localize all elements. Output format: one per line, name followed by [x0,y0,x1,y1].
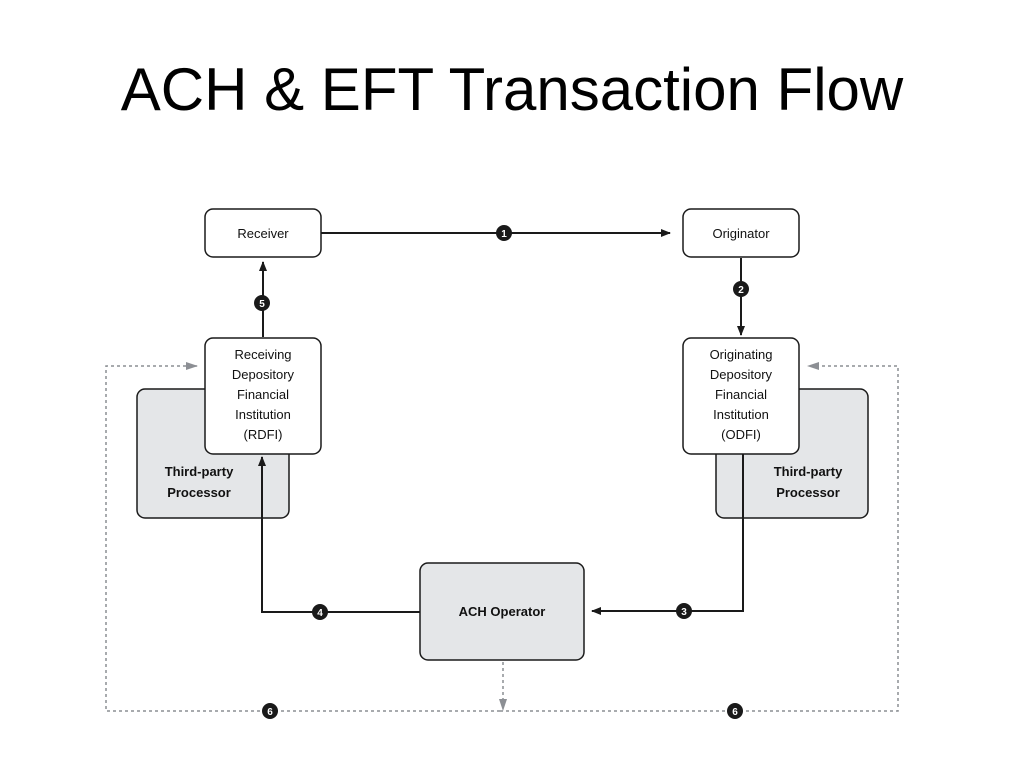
step-5-number: 5 [259,299,265,310]
third-party-processor-left-label-2: Processor [167,485,231,500]
originator-node-box [682,208,800,258]
step-6-left-number: 6 [267,707,273,718]
slide-title: ACH & EFT Transaction Flow [120,56,904,123]
rdfi-label-line-5: (RDFI) [244,427,283,442]
arrow-ach-operator-to-rdfi [258,456,420,613]
step-1-number: 1 [501,229,507,240]
odfi-label-line-3: Financial [715,387,767,402]
ach-operator-node-box [419,562,585,661]
odfi-node-box [682,337,800,455]
dashed-flow-right [500,362,899,712]
originator-node-label: Originator [712,226,770,241]
step-4-number: 4 [317,608,323,619]
dashed-flow-left [105,362,500,712]
step-6-right-badge: 6 [727,703,743,719]
third-party-processor-right-label-2: Processor [776,485,840,500]
step-1-badge: 1 [496,225,512,241]
step-3-badge: 3 [676,603,692,619]
rdfi-label-line-3: Financial [237,387,289,402]
receiver-node-box [204,208,322,258]
odfi-label-line-5: (ODFI) [721,427,761,442]
step-3-number: 3 [681,607,687,618]
receiver-node-label: Receiver [237,226,289,241]
arrow-odfi-to-ach-operator [591,453,744,615]
odfi-label-line-2: Depository [710,367,773,382]
rdfi-label-line-1: Receiving [234,347,291,362]
step-4-badge: 4 [312,604,328,620]
step-6-right-number: 6 [732,707,738,718]
odfi-label-line-1: Originating [710,347,773,362]
third-party-processor-right-label-1: Third-party [774,464,843,479]
odfi-label-line-4: Institution [713,407,769,422]
rdfi-label-line-2: Depository [232,367,295,382]
step-2-badge: 2 [733,281,749,297]
step-2-number: 2 [738,285,744,296]
rdfi-node-box [204,337,322,455]
step-5-badge: 5 [254,295,270,311]
rdfi-label-line-4: Institution [235,407,291,422]
ach-operator-node-label: ACH Operator [459,604,546,619]
third-party-processor-left-label-1: Third-party [165,464,234,479]
step-6-left-badge: 6 [262,703,278,719]
